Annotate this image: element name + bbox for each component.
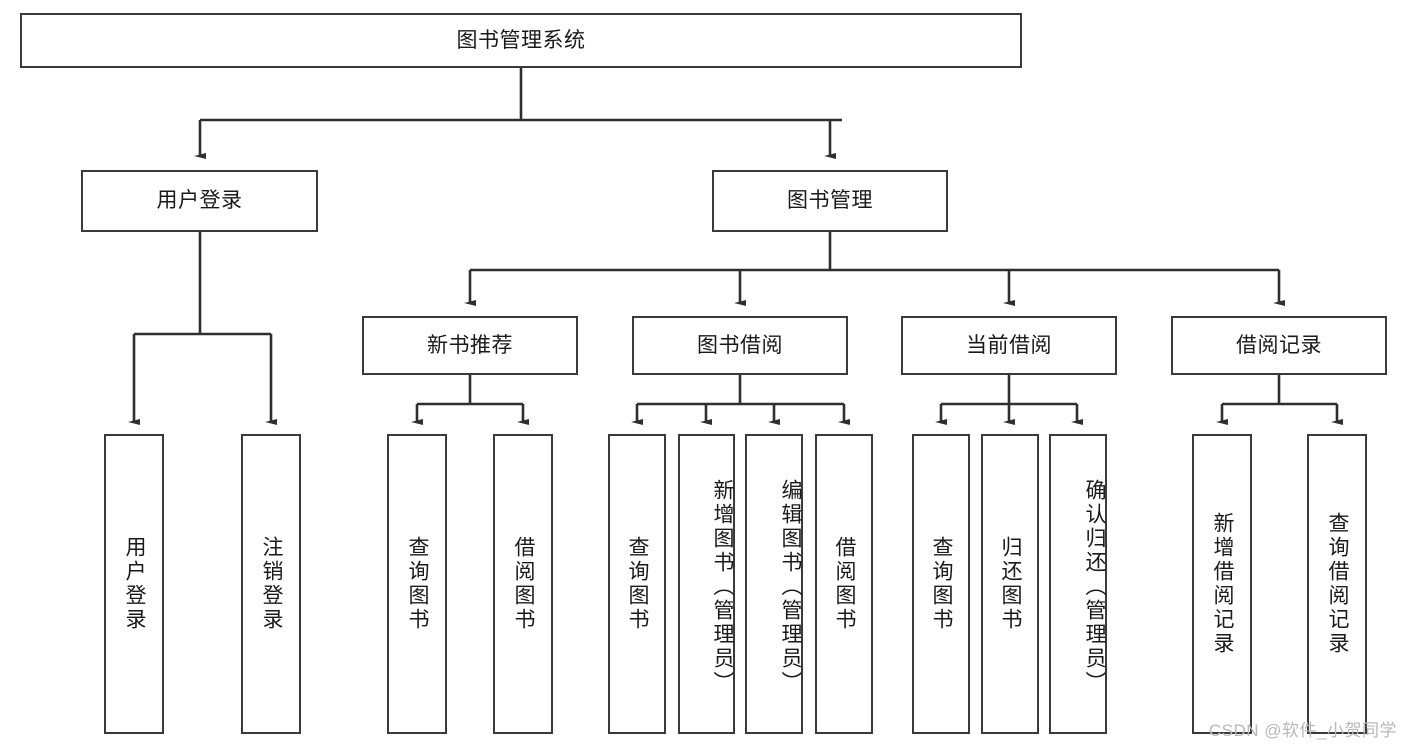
- leaf-query-borrow-record[interactable]: 查询借阅记录: [1307, 434, 1367, 734]
- node-new-book-recommend[interactable]: 新书推荐: [362, 316, 578, 375]
- leaf-user-login[interactable]: 用户登录: [104, 434, 164, 734]
- leaf-logout-login[interactable]: 注销登录: [241, 434, 301, 734]
- node-borrow-record[interactable]: 借阅记录: [1171, 316, 1387, 375]
- leaf-query-book-recommend[interactable]: 查询图书: [387, 434, 447, 734]
- leaf-edit-book-admin[interactable]: 编辑图书（管理员）: [745, 434, 803, 734]
- node-user-login[interactable]: 用户登录: [81, 170, 318, 232]
- csdn-watermark: CSDN @软件_小贺同学: [1208, 721, 1397, 740]
- node-book-management[interactable]: 图书管理: [712, 170, 948, 232]
- leaf-borrow-book-recommend[interactable]: 借阅图书: [493, 434, 553, 734]
- leaf-query-book-borrow[interactable]: 查询图书: [608, 434, 666, 734]
- leaf-return-book[interactable]: 归还图书: [981, 434, 1039, 734]
- leaf-add-book-admin[interactable]: 新增图书（管理员）: [678, 434, 735, 734]
- leaf-borrow-book-borrow[interactable]: 借阅图书: [815, 434, 873, 734]
- leaf-confirm-return-admin[interactable]: 确认归还（管理员）: [1049, 434, 1107, 734]
- node-current-borrow[interactable]: 当前借阅: [901, 316, 1117, 375]
- leaf-add-borrow-record[interactable]: 新增借阅记录: [1192, 434, 1252, 734]
- leaf-query-book-current[interactable]: 查询图书: [912, 434, 970, 734]
- node-book-borrow[interactable]: 图书借阅: [632, 316, 848, 375]
- node-root-book-management-system[interactable]: 图书管理系统: [20, 13, 1022, 68]
